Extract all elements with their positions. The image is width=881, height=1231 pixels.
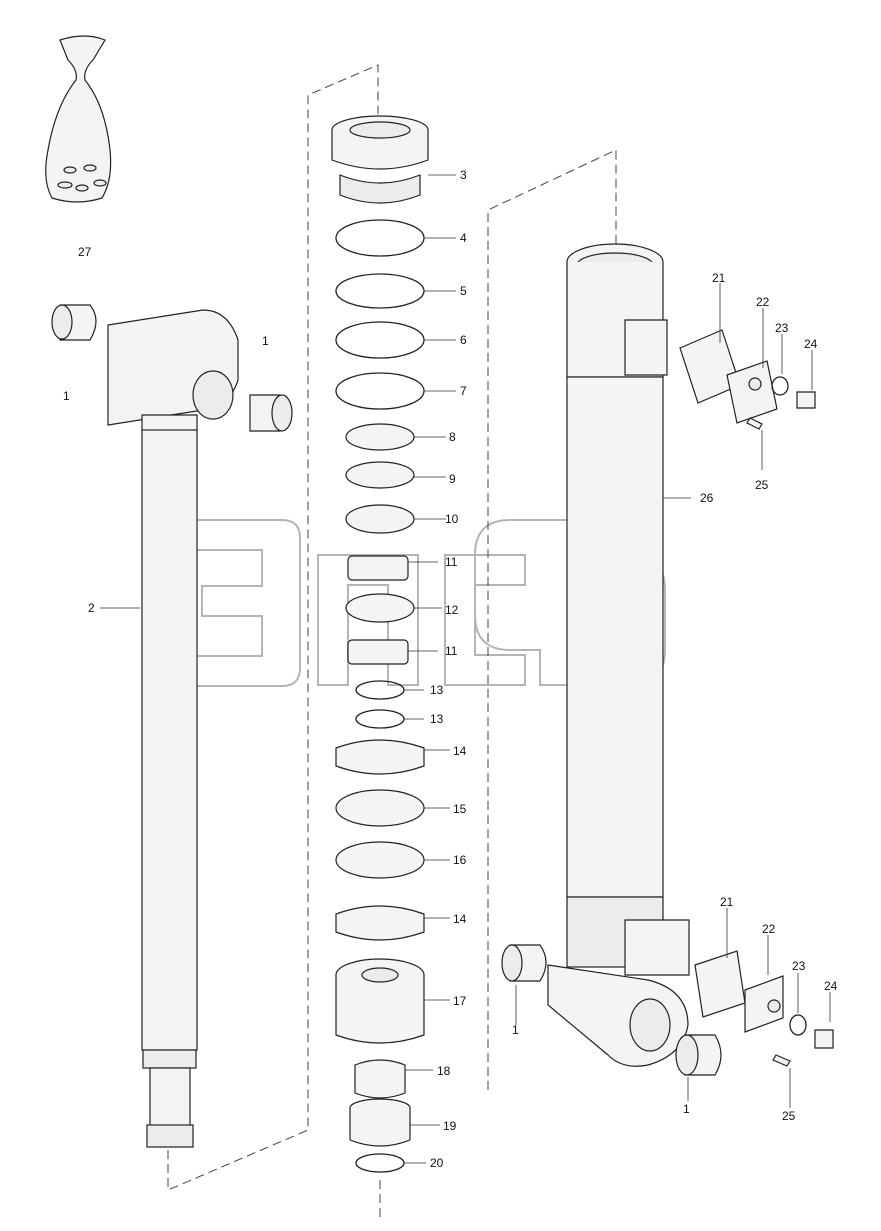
label-23: 23 — [792, 959, 806, 973]
part-27-kit-bag — [45, 35, 112, 203]
label-4: 4 — [460, 231, 467, 245]
label-7: 7 — [460, 384, 467, 398]
label-20: 20 — [430, 1156, 444, 1170]
part-25-bolt-bottom — [772, 1054, 791, 1067]
part-3-cylinder-head — [331, 115, 429, 204]
part-20-snap-ring — [355, 1153, 405, 1173]
part-1-bushing-right-b — [675, 1034, 722, 1076]
label-2: 2 — [88, 601, 95, 615]
label-23: 23 — [775, 321, 789, 335]
label-6: 6 — [460, 333, 467, 347]
label-13: 13 — [430, 683, 444, 697]
part-1-bushing-right-a — [501, 944, 547, 982]
label-24: 24 — [824, 979, 838, 993]
part-15-seal — [335, 789, 425, 827]
part-21-gasket-bottom — [694, 950, 746, 1018]
label-8: 8 — [449, 430, 456, 444]
label-22: 22 — [762, 922, 776, 936]
label-21: 21 — [712, 271, 726, 285]
part-25-bolt-top — [746, 417, 763, 430]
label-24: 24 — [804, 337, 818, 351]
part-22-flange-top — [726, 360, 778, 424]
part-23-washer-top — [771, 376, 789, 396]
part-22-flange-bottom — [744, 975, 784, 1033]
label-27: 27 — [78, 245, 92, 259]
part-1-bushing-left-b — [249, 394, 293, 432]
part-23-washer-bottom — [789, 1014, 807, 1036]
part-9-seal — [345, 461, 415, 489]
label-5: 5 — [460, 284, 467, 298]
assembly-line-right — [487, 149, 617, 1090]
part-5-ring — [335, 273, 425, 309]
top-hardware-leaders — [719, 283, 813, 470]
label-21: 21 — [720, 895, 734, 909]
part-13-o-ring-b — [355, 709, 405, 729]
part-8-seal — [345, 423, 415, 451]
label-15: 15 — [453, 802, 467, 816]
part-18-nut — [354, 1059, 406, 1099]
label-1: 1 — [683, 1102, 690, 1116]
part-24-plug-top — [796, 391, 816, 409]
label-16: 16 — [453, 853, 467, 867]
label-1: 1 — [512, 1023, 519, 1037]
label-10: 10 — [445, 512, 459, 526]
part-13-o-ring-a — [355, 680, 405, 700]
part-11-wear-ring-a — [347, 555, 409, 581]
label-26: 26 — [700, 491, 714, 505]
label-13: 13 — [430, 712, 444, 726]
label-1: 1 — [63, 389, 70, 403]
label-11: 11 — [445, 555, 458, 569]
label-17: 17 — [453, 994, 467, 1008]
part-14-backup-ring-a — [335, 739, 425, 775]
part-1-bushing-left-a — [51, 304, 97, 341]
part-19-collar — [349, 1098, 411, 1147]
part-14-backup-ring-b — [335, 905, 425, 941]
bottom-hardware-leaders — [726, 908, 831, 1108]
label-9: 9 — [449, 472, 456, 486]
label-1: 1 — [262, 334, 269, 348]
part-16-seal — [335, 841, 425, 879]
part-11-wear-ring-b — [347, 639, 409, 665]
label-3: 3 — [460, 168, 467, 182]
part-24-plug-bottom — [814, 1029, 834, 1049]
bushing-leaders — [515, 985, 689, 1101]
part-10-seal — [345, 504, 415, 534]
part-4-ring — [335, 219, 425, 257]
label-18: 18 — [437, 1064, 451, 1078]
label-11: 11 — [445, 644, 458, 658]
part-12-seal — [345, 593, 415, 623]
label-25: 25 — [782, 1109, 796, 1123]
label-12: 12 — [445, 603, 459, 617]
label-19: 19 — [443, 1119, 457, 1133]
label-14: 14 — [453, 744, 467, 758]
center-rings — [335, 219, 425, 941]
assembly-line-left — [167, 64, 379, 1191]
label-22: 22 — [756, 295, 770, 309]
center-leaders — [404, 174, 456, 1164]
part-26-cylinder-tube — [547, 243, 690, 1067]
part-2-piston-rod — [107, 309, 239, 1148]
part-7-ring — [335, 372, 425, 410]
label-14: 14 — [453, 912, 467, 926]
label-25: 25 — [755, 478, 769, 492]
part-6-ring — [335, 321, 425, 359]
part-17-piston — [335, 958, 425, 1044]
